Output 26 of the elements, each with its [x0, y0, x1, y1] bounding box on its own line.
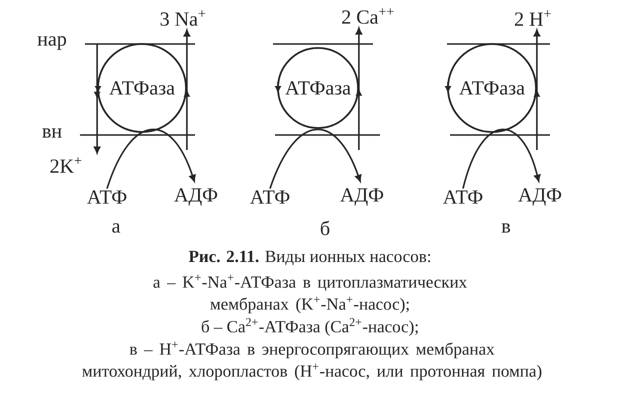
ion-label: АДФ	[174, 188, 218, 206]
panel-letter: а	[112, 223, 120, 233]
ion-label: 2 Ca$^{++}$	[342, 8, 394, 24]
membrane-label: нар	[38, 36, 66, 50]
caption-title: Рис. 2.11. Виды ионных насосов:	[188, 250, 430, 266]
panel-letter: в	[502, 223, 510, 233]
membrane-label: вн	[42, 128, 62, 138]
arrow	[94, 44, 100, 154]
ion-label: АДФ	[340, 188, 384, 206]
ion-label: АДФ	[518, 188, 562, 206]
caption-text: в – H$^{+}$-АТФаза в энергосопрягающих мембранах митохондрий, хлоропластов (H$^{+}$-насос, или протонная помпа)	[82, 342, 542, 380]
arrow	[534, 30, 540, 150]
ion-label: АТФ	[250, 190, 290, 204]
ion-label: 3 Na$^{+}$	[160, 10, 206, 26]
arrow	[462, 128, 540, 189]
arrow	[184, 30, 190, 150]
ion-label: АТФ	[443, 190, 482, 204]
panel-letter: б	[320, 220, 330, 236]
arrow	[106, 128, 196, 189]
ion-label: АТФ	[87, 190, 126, 204]
caption-text: б – Ca$^{2+}$-АТФаза (Ca$^{2+}$-насос);	[202, 318, 418, 336]
arrow	[269, 128, 362, 189]
ion-label: 2 H$^{+}$	[514, 10, 551, 26]
caption-text: а – K$^{+}$-Na$^{+}$-АТФаза в цитоплазматических мембранах (K$^{+}$-Na$^{+}$-насос);	[153, 274, 467, 314]
ion-label: 2K$^{+}$	[50, 157, 82, 173]
arrow	[356, 28, 362, 150]
